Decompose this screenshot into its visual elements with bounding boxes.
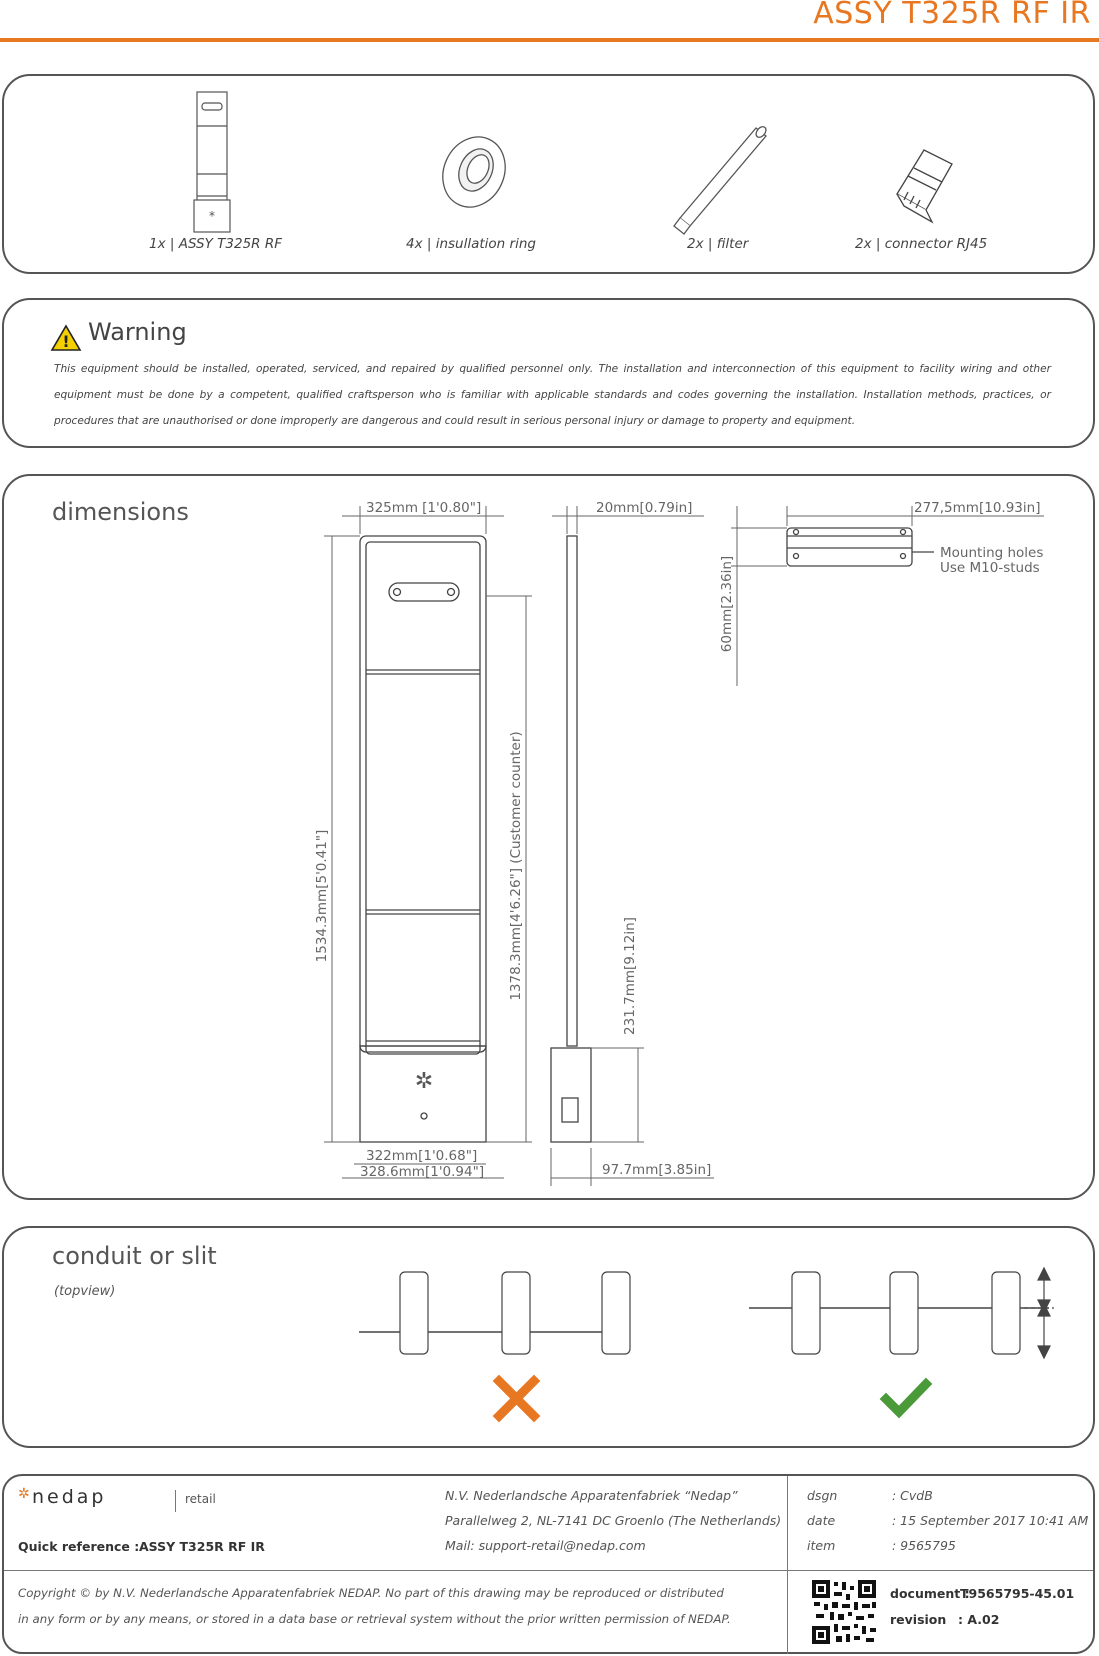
- mounting-studs-label: Use M10-studs: [940, 560, 1040, 576]
- filter-icon: [673, 126, 767, 235]
- foot-top-view: [786, 527, 934, 567]
- right-layout: [749, 1266, 1054, 1360]
- dim-foot-depth: 60mm[2.36in]: [719, 556, 735, 652]
- revision-value: : A.02: [958, 1612, 1000, 1627]
- footer-divider-h: [4, 1570, 1093, 1571]
- caption-connector: 2x | connector RJ45: [855, 236, 988, 252]
- date-label: date: [807, 1513, 836, 1528]
- dim-depth-top: 20mm[0.79in]: [596, 500, 692, 516]
- brand-division: retail: [185, 1492, 216, 1506]
- quick-ref-label: Quick reference :: [18, 1539, 140, 1554]
- caption-filter: 2x | filter: [687, 236, 749, 252]
- warning-icon: !: [50, 324, 82, 351]
- caption-ring: 4x | insullation ring: [406, 236, 536, 252]
- contents-drawing: *: [193, 91, 953, 235]
- header-rule: [0, 38, 1099, 42]
- warning-title: Warning: [88, 318, 187, 346]
- dimensions-drawing: ✲: [314, 500, 1044, 1186]
- wrong-layout: [359, 1271, 631, 1355]
- contents-panel: * 1x | ASSY T325R RF 4x | insullation ri…: [2, 74, 1095, 274]
- brand-separator: [175, 1490, 176, 1512]
- mounting-holes-label: Mounting holes: [940, 545, 1043, 561]
- copyright-line-1: Copyright © by N.V. Nederlandsche Appara…: [18, 1586, 724, 1600]
- qr-code-icon: [810, 1578, 878, 1646]
- company-name: N.V. Nederlandsche Apparatenfabriek “Ned…: [445, 1488, 738, 1503]
- dim-height-base: 231.7mm[9.12in]: [622, 917, 638, 1035]
- footer-panel: ✲ nedap retail Quick reference : ASSY T3…: [2, 1474, 1095, 1654]
- brand-logo: nedap: [32, 1486, 107, 1508]
- document-title: ASSY T325R RF IR: [813, 0, 1091, 31]
- dim-width-base-outer: 328.6mm[1'0.94"]: [360, 1164, 484, 1180]
- svg-text:*: *: [209, 209, 215, 223]
- company-mail: Mail: support-retail@nedap.com: [445, 1538, 646, 1553]
- footer-divider-v1: [787, 1476, 788, 1654]
- conduit-title: conduit or slit: [52, 1242, 217, 1270]
- document-label: document :: [890, 1586, 970, 1601]
- brand-star-icon: ✲: [18, 1486, 30, 1502]
- side-view: [550, 535, 592, 1143]
- gate-antenna-icon: *: [193, 91, 231, 233]
- company-address: Parallelweg 2, NL-7141 DC Groenlo (The N…: [445, 1513, 782, 1528]
- revision-label: revision: [890, 1612, 947, 1627]
- conduit-drawing: [359, 1266, 1054, 1423]
- dim-height-total: 1534.3mm[5'0.41"]: [314, 830, 330, 963]
- dim-depth-base: 97.7mm[3.85in]: [602, 1162, 711, 1178]
- conduit-subtitle: (topview): [54, 1284, 116, 1299]
- item-label: item: [807, 1538, 836, 1553]
- nedap-star-icon: ✲: [415, 1069, 433, 1094]
- dimension-lines: [324, 506, 1044, 1186]
- wrong-cross-icon: [492, 1374, 541, 1423]
- item-value: : 9565795: [892, 1538, 956, 1553]
- svg-text:!: !: [62, 332, 69, 351]
- quick-ref-value: ASSY T325R RF IR: [139, 1539, 265, 1554]
- dimensions-title: dimensions: [52, 498, 189, 526]
- date-value: : 15 September 2017 10:41 AM: [892, 1513, 1089, 1528]
- copyright-line-2: in any form or by any means, or stored i…: [18, 1612, 731, 1626]
- insulation-ring-icon: [442, 136, 506, 208]
- caption-gate: 1x | ASSY T325R RF: [149, 236, 282, 252]
- dim-height-counter: 1378.3mm[4'6.26"] (Customer counter): [508, 731, 524, 1000]
- rj45-connector-icon: [896, 149, 953, 224]
- dim-foot-width: 277,5mm[10.93in]: [914, 500, 1040, 516]
- dim-width-top: 325mm[1'0.80"]: [366, 500, 481, 516]
- dsgn-value: : CvdB: [892, 1488, 933, 1503]
- document-value: T9565795-45.01: [960, 1586, 1075, 1601]
- dimensions-panel: dimensions ✲: [2, 474, 1095, 1200]
- right-check-icon: [879, 1377, 933, 1419]
- front-view: [359, 535, 487, 1143]
- warning-text: This equipment should be installed, oper…: [54, 363, 1051, 427]
- warning-panel: ! Warning This equipment should be insta…: [2, 298, 1095, 448]
- conduit-panel: conduit or slit (topview): [2, 1226, 1095, 1448]
- dsgn-label: dsgn: [807, 1488, 838, 1503]
- dim-width-base-inner: 322mm[1'0.68"]: [366, 1148, 477, 1164]
